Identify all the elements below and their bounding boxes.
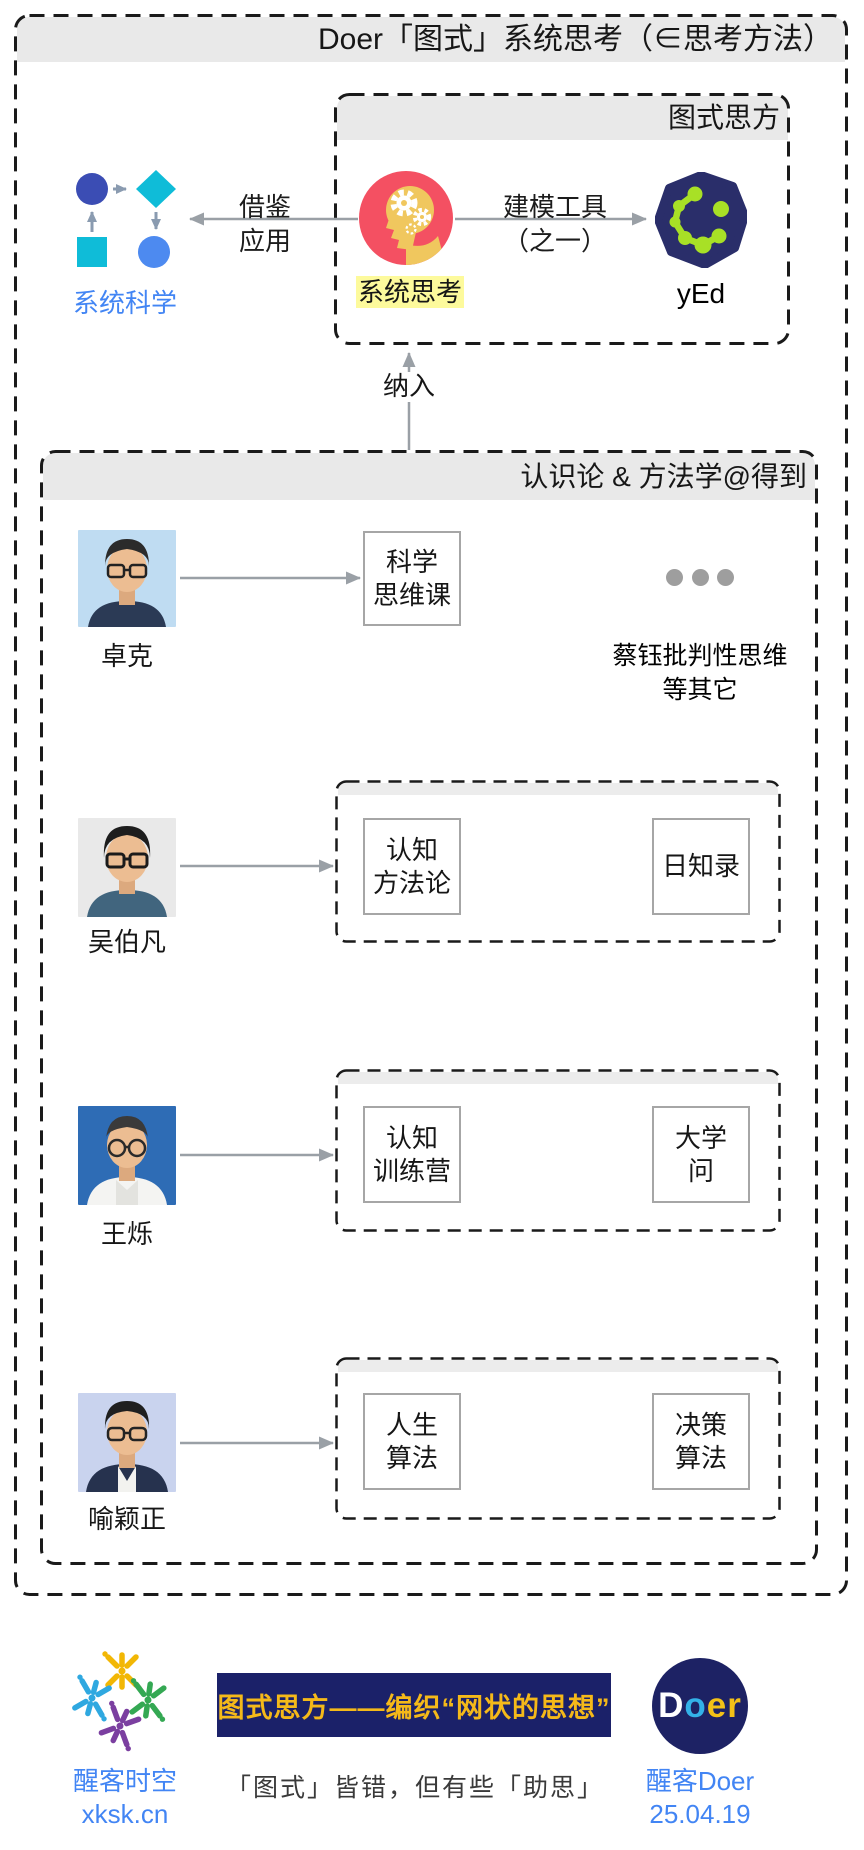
person-name-wubofan: 吴伯凡 bbox=[87, 927, 166, 957]
yed-label: yEd bbox=[676, 278, 726, 309]
subgroup-strip bbox=[338, 1072, 778, 1084]
yed-logo-icon bbox=[654, 171, 749, 269]
xksk-links: 醒客时空 xksk.cn bbox=[43, 1765, 207, 1831]
incorporate-label: 纳入 bbox=[383, 372, 436, 402]
course-box-juece-suanfa: 决策 算法 bbox=[652, 1393, 750, 1490]
motif-node-square bbox=[77, 237, 107, 267]
subgroup-strip bbox=[338, 1360, 778, 1372]
person-name-wangshuo: 王烁 bbox=[100, 1219, 153, 1249]
system-thinking-head-icon bbox=[358, 170, 454, 266]
course-box-rizhilu: 日知录 bbox=[652, 818, 750, 915]
yuyingzheng-photo bbox=[78, 1393, 176, 1492]
person-name-yuyingzheng: 喻颖正 bbox=[87, 1504, 166, 1534]
doer-logo-icon: Doer bbox=[652, 1658, 748, 1754]
page-title: Doer「图式」系统思考（∈思考方法） bbox=[317, 23, 833, 56]
xksk-name: 醒客时空 bbox=[72, 1766, 177, 1796]
dedao-box-title: 认识论 & 方法学@得到 bbox=[520, 461, 807, 492]
xksk-logo-icon bbox=[72, 1650, 172, 1754]
doer-logo-word: Doer bbox=[658, 1686, 742, 1725]
subgroup-strip bbox=[338, 783, 778, 795]
wubofan-photo bbox=[78, 818, 176, 917]
system-science-label: 系统科学 bbox=[72, 288, 177, 318]
motif-node-diamond bbox=[136, 170, 176, 208]
dot bbox=[666, 568, 683, 586]
more-dots bbox=[666, 568, 734, 586]
doer-name: 醒客Doer bbox=[645, 1766, 755, 1796]
footer-quote: 「图式」皆错，但有些「助思」 bbox=[225, 1775, 604, 1802]
dedao-title-band: 认识论 & 方法学@得到 bbox=[43, 453, 815, 500]
xksk-domain: xksk.cn bbox=[81, 1799, 169, 1829]
dot bbox=[691, 568, 709, 586]
zhuoke-photo bbox=[78, 530, 176, 627]
course-box-rensheng-suanfa: 人生 算法 bbox=[363, 1393, 461, 1490]
slogan-text: 图式思方——编织“网状的思想” bbox=[217, 1692, 611, 1723]
course-box-renzhi-fangfalun: 认知 方法论 bbox=[363, 818, 461, 915]
outer-title-band: Doer「图式」系统思考（∈思考方法） bbox=[17, 17, 845, 62]
slogan-banner: 图式思方——编织“网状的思想” bbox=[217, 1673, 611, 1737]
wangshuo-photo bbox=[78, 1106, 176, 1205]
borrow-apply-label: 借鉴 应用 bbox=[238, 193, 291, 256]
system-science-motif bbox=[76, 170, 176, 268]
course-box-daxuewen: 大学 问 bbox=[652, 1106, 750, 1203]
tushi-title-band: 图式思方 bbox=[337, 96, 788, 140]
modeling-tool-label: 建模工具 （之一） bbox=[502, 193, 607, 256]
dot bbox=[717, 568, 734, 586]
motif-node-circle-indigo bbox=[76, 173, 108, 205]
doer-links: 醒客Doer 25.04.19 bbox=[618, 1765, 782, 1831]
course-box-kexue-siweike: 科学 思维课 bbox=[363, 531, 461, 626]
person-name-zhuoke: 卓克 bbox=[100, 641, 153, 671]
other-courses-note: 蔡钰批判性思维 等其它 bbox=[612, 642, 788, 704]
motif-node-circle-blue bbox=[138, 236, 170, 268]
system-thinking-label: 系统思考 bbox=[356, 276, 464, 308]
tushi-box-title: 图式思方 bbox=[667, 102, 780, 133]
course-box-renzhi-xunlianying: 认知 训练营 bbox=[363, 1106, 461, 1203]
doer-date: 25.04.19 bbox=[649, 1799, 751, 1829]
